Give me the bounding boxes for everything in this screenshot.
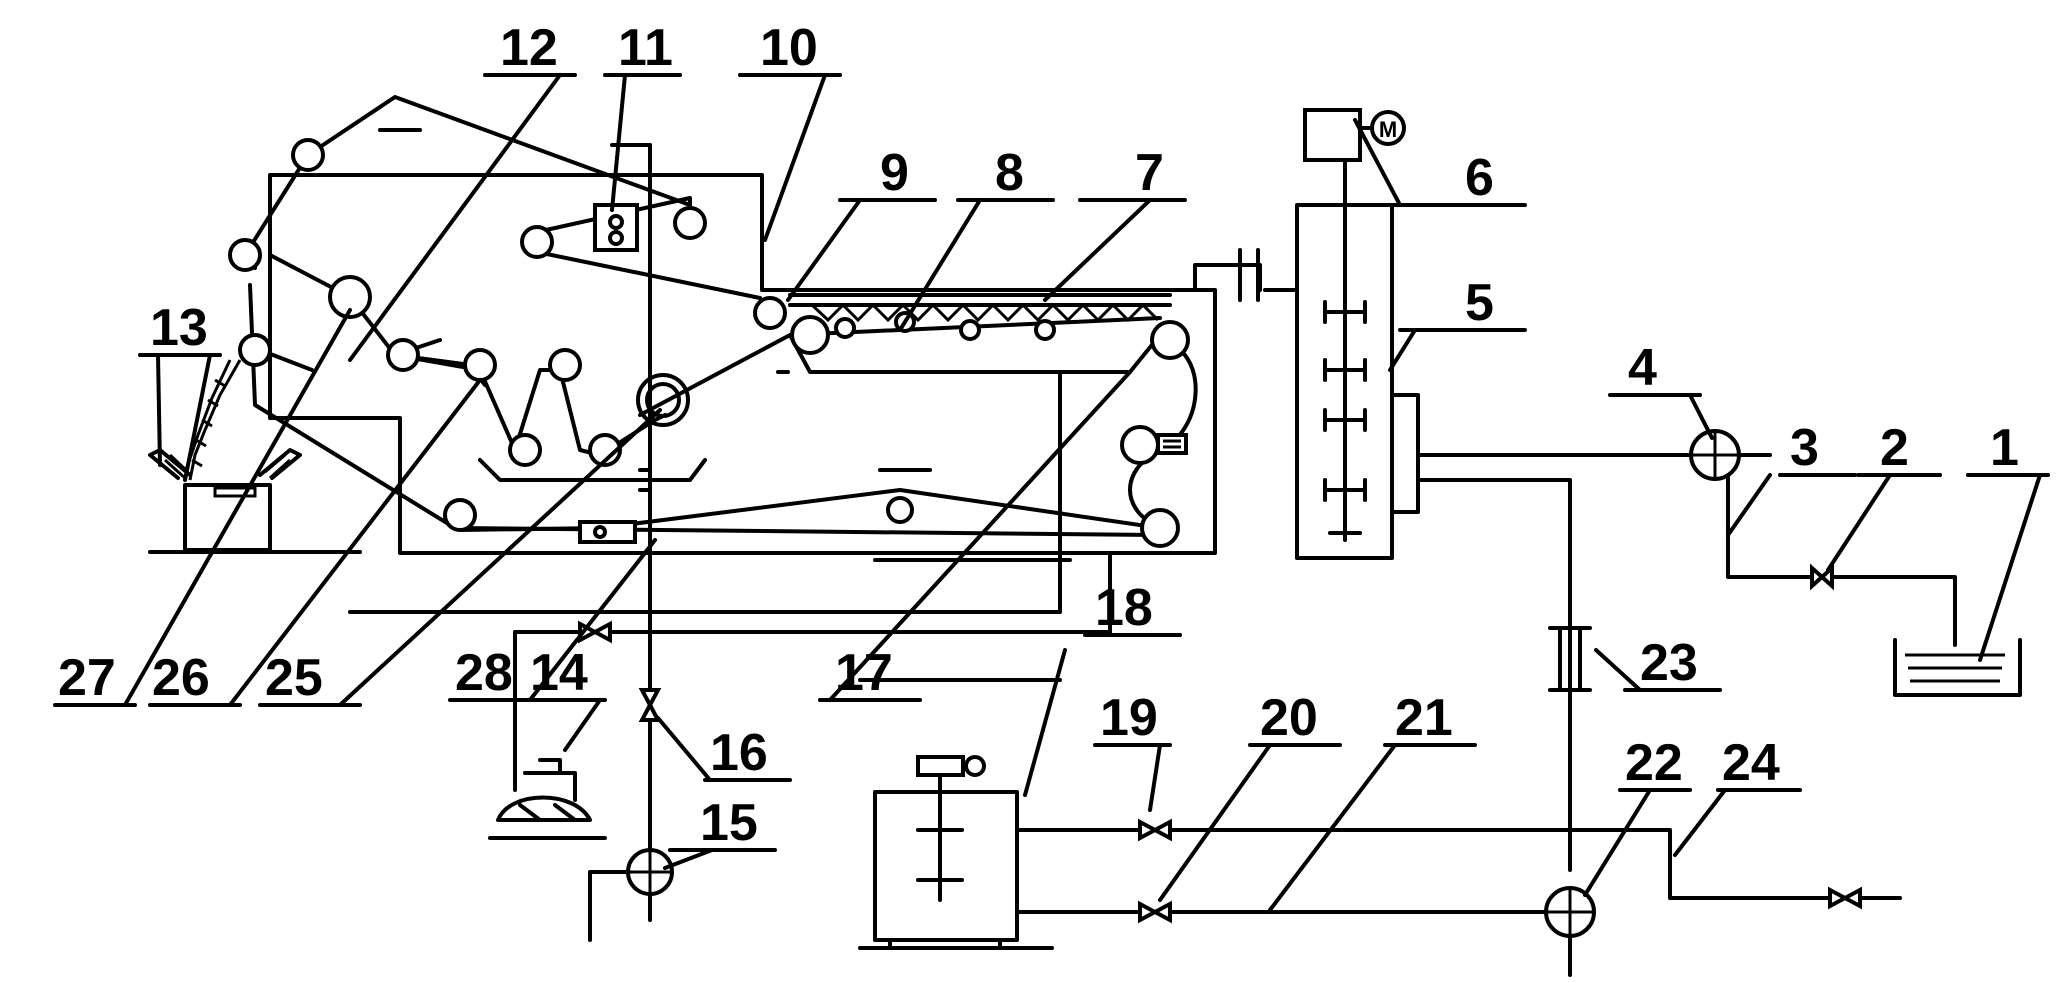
label-22: 22 <box>1625 734 1683 792</box>
water-supply <box>1689 429 2022 697</box>
label-11: 11 <box>618 19 673 77</box>
label-15: 15 <box>700 794 758 852</box>
label-8: 8 <box>995 144 1024 202</box>
label-26: 26 <box>152 649 210 707</box>
forming-wire <box>478 203 1172 544</box>
label-27: 27 <box>58 649 116 707</box>
lower-piping <box>348 370 1902 977</box>
rollers <box>228 128 1190 548</box>
label-14: 14 <box>530 644 588 702</box>
label-6: 6 <box>1465 149 1494 207</box>
label-17: 17 <box>835 644 893 702</box>
label-18: 18 <box>1095 579 1153 637</box>
label-4: 4 <box>1628 339 1657 397</box>
label-7: 7 <box>1135 144 1164 202</box>
pulper-tank: M <box>1193 108 1702 872</box>
label-2: 2 <box>1880 419 1909 477</box>
label-9: 9 <box>880 144 909 202</box>
nozzle-block <box>1156 433 1188 455</box>
label-19: 19 <box>1100 689 1158 747</box>
felt-path <box>243 95 1198 537</box>
label-1: 1 <box>1990 419 2019 477</box>
label-16: 16 <box>710 724 768 782</box>
label-24: 24 <box>1722 734 1780 792</box>
leader-lines <box>53 73 2050 912</box>
label-20: 20 <box>1260 689 1318 747</box>
label-13: 13 <box>150 299 208 357</box>
label-21: 21 <box>1395 689 1453 747</box>
part-labels: 1 2 3 4 5 6 7 8 9 10 11 12 13 14 15 16 1… <box>58 19 2019 852</box>
label-12: 12 <box>500 19 558 77</box>
winder <box>148 359 362 554</box>
label-5: 5 <box>1465 274 1494 332</box>
label-10: 10 <box>760 19 818 77</box>
motor-symbol: M <box>1379 117 1397 142</box>
label-28: 28 <box>455 644 513 702</box>
label-25: 25 <box>265 649 323 707</box>
label-3: 3 <box>1790 419 1819 477</box>
label-23: 23 <box>1640 634 1698 692</box>
